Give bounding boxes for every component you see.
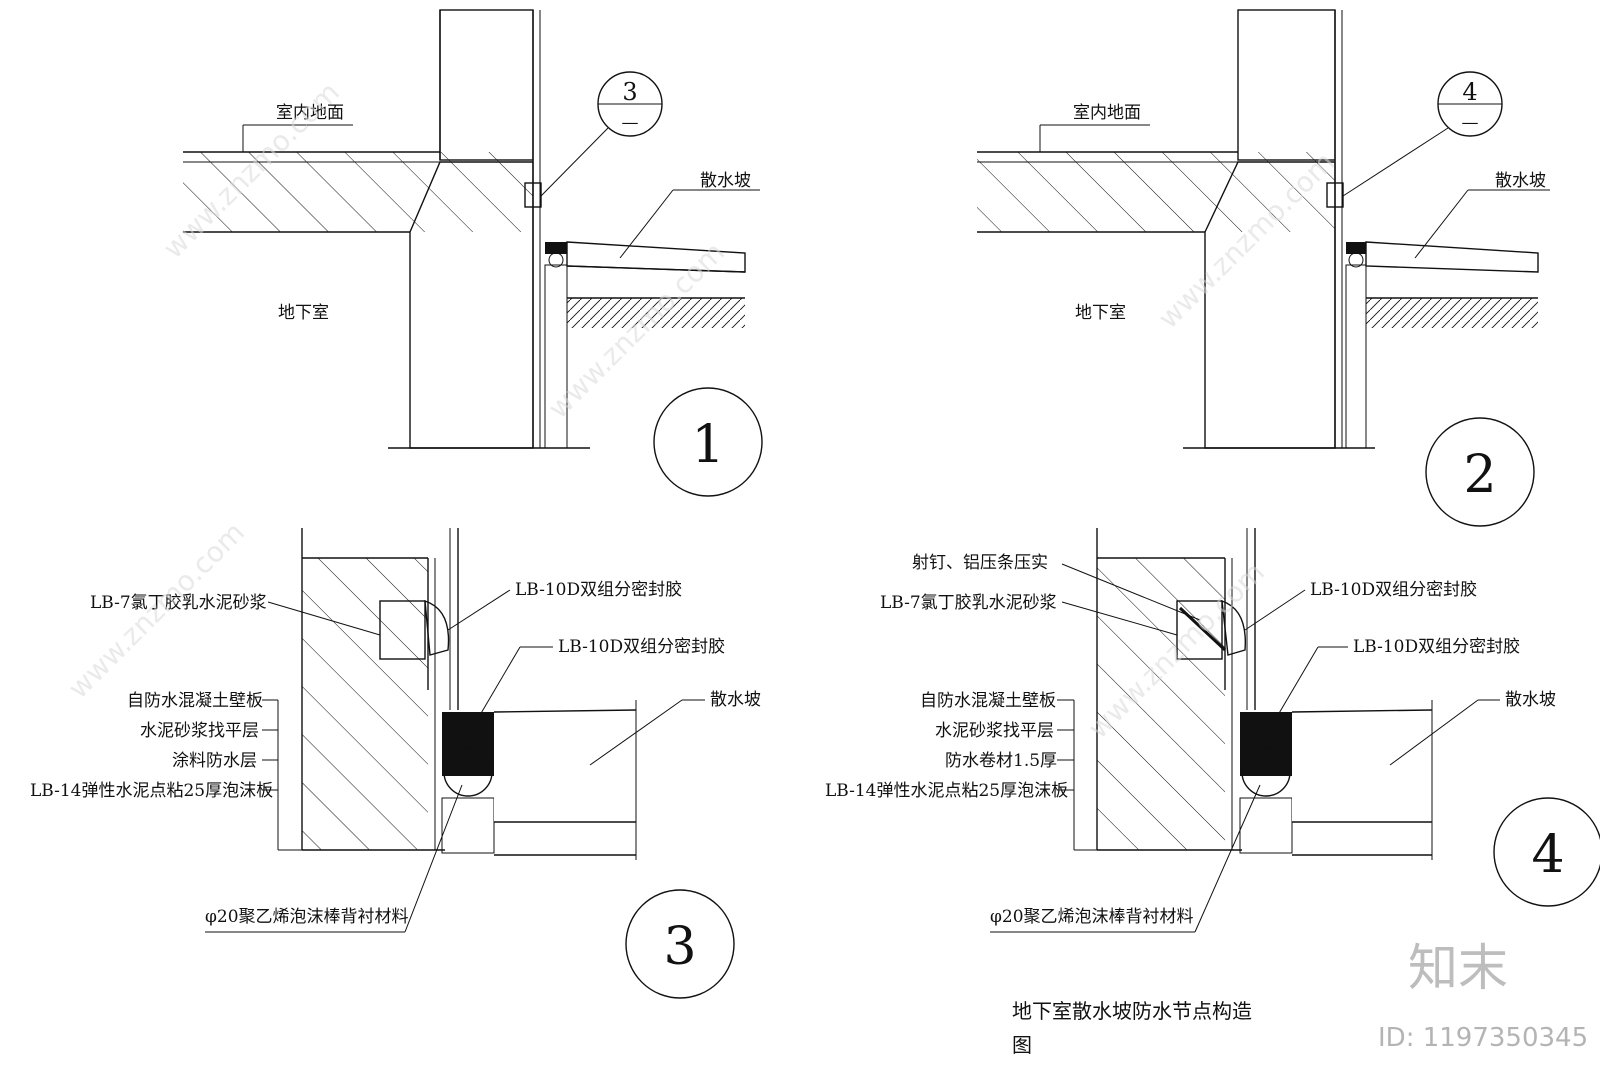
sealant-block bbox=[1240, 712, 1292, 776]
sealant-block bbox=[442, 712, 494, 776]
apron-slab bbox=[494, 712, 636, 822]
backer-rod bbox=[548, 252, 564, 268]
label-leveling: 水泥砂浆找平层 bbox=[140, 721, 259, 741]
watermark-brand: 知末 bbox=[1408, 939, 1508, 997]
label-foam-board: LB-14弹性水泥点粘25厚泡沫板 bbox=[825, 781, 1068, 801]
label-mortar: LB-7氯丁胶乳水泥砂浆 bbox=[90, 593, 267, 613]
label-backer-rod: φ20聚乙烯泡沫棒背衬材料 bbox=[205, 907, 409, 927]
label-apron: 散水坡 bbox=[710, 690, 761, 710]
detail-number-circle bbox=[1425, 417, 1535, 527]
label-waterproof: 涂料防水层 bbox=[172, 751, 257, 771]
mortar-block bbox=[1176, 600, 1223, 660]
label-mortar: LB-7氯丁胶乳水泥砂浆 bbox=[880, 593, 1057, 613]
label-nail: 射钉、铝压条压实 bbox=[912, 553, 1048, 573]
callout-sub: — bbox=[622, 113, 639, 133]
label-indoor-floor: 室内地面 bbox=[1073, 103, 1141, 123]
foam-board bbox=[1345, 264, 1367, 449]
floor-slab bbox=[977, 152, 1335, 232]
mortar-block bbox=[379, 600, 426, 660]
apron-slab bbox=[1365, 241, 1539, 273]
label-apron: 散水坡 bbox=[1505, 690, 1556, 710]
label-sealant-mid: LB-10D双组分密封胶 bbox=[558, 637, 725, 657]
detail-number-circle bbox=[625, 889, 735, 999]
sealant bbox=[1346, 242, 1366, 254]
upper-wall bbox=[1237, 9, 1336, 161]
upper-wall bbox=[439, 9, 534, 161]
callout-sub: — bbox=[1462, 113, 1479, 133]
label-apron: 散水坡 bbox=[700, 171, 751, 191]
label-sealant-top: LB-10D双组分密封胶 bbox=[515, 580, 682, 600]
floor-slab bbox=[183, 152, 533, 232]
watermark-diag: www.znzmo.com bbox=[542, 236, 731, 425]
detail-number: 1 bbox=[691, 415, 724, 475]
backer-rod bbox=[1348, 252, 1364, 268]
detail-1: 3 — 室内地面 地下室 散水坡 1 bbox=[183, 9, 763, 497]
label-foam-board: LB-14弹性水泥点粘25厚泡沫板 bbox=[30, 781, 273, 801]
sealant-bead bbox=[424, 599, 450, 656]
foam-board bbox=[544, 264, 568, 449]
label-wall-panel: 自防水混凝土壁板 bbox=[920, 691, 1056, 711]
detail-number: 2 bbox=[1463, 445, 1496, 505]
detail-4: 射钉、铝压条压实 LB-7氯丁胶乳水泥砂浆 LB-10D双组分密封胶 LB-10… bbox=[825, 528, 1600, 933]
label-wall-panel: 自防水混凝土壁板 bbox=[127, 691, 263, 711]
label-apron: 散水坡 bbox=[1495, 171, 1546, 191]
detail-number-circle bbox=[1493, 797, 1600, 907]
wall-panel bbox=[1097, 558, 1225, 850]
drawing-title-cont: 图 bbox=[1012, 1033, 1032, 1057]
label-indoor-floor: 室内地面 bbox=[276, 103, 344, 123]
callout-ref: 3 bbox=[622, 78, 637, 106]
detail-3: LB-7氯丁胶乳水泥砂浆 LB-10D双组分密封胶 LB-10D双组分密封胶 自… bbox=[30, 528, 761, 999]
label-waterproof: 防水卷材1.5厚 bbox=[945, 751, 1057, 771]
label-basement: 地下室 bbox=[1075, 303, 1126, 323]
label-sealant-mid: LB-10D双组分密封胶 bbox=[1353, 637, 1520, 657]
drawing-title: 地下室散水坡防水节点构造 bbox=[1012, 999, 1252, 1023]
backer-rod bbox=[443, 747, 493, 797]
label-backer-rod: φ20聚乙烯泡沫棒背衬材料 bbox=[990, 907, 1194, 927]
label-leveling: 水泥砂浆找平层 bbox=[935, 721, 1054, 741]
label-sealant-top: LB-10D双组分密封胶 bbox=[1310, 580, 1477, 600]
label-basement: 地下室 bbox=[278, 303, 329, 323]
watermark-id: ID: 1197350345 bbox=[1378, 1023, 1588, 1053]
foam-board bbox=[1239, 797, 1293, 854]
backer-rod bbox=[1241, 747, 1291, 797]
detail-number: 3 bbox=[663, 917, 696, 977]
sealant-bead bbox=[1221, 599, 1246, 656]
apron-slab bbox=[1292, 712, 1432, 822]
callout-ref: 4 bbox=[1462, 78, 1477, 106]
detail-number: 4 bbox=[1531, 825, 1564, 885]
foam-board bbox=[441, 797, 495, 854]
detail-2: 4 — 室内地面 地下室 散水坡 2 bbox=[977, 9, 1550, 527]
detail-number-circle bbox=[653, 387, 763, 497]
wall-panel bbox=[302, 558, 428, 850]
sealant bbox=[545, 242, 567, 254]
